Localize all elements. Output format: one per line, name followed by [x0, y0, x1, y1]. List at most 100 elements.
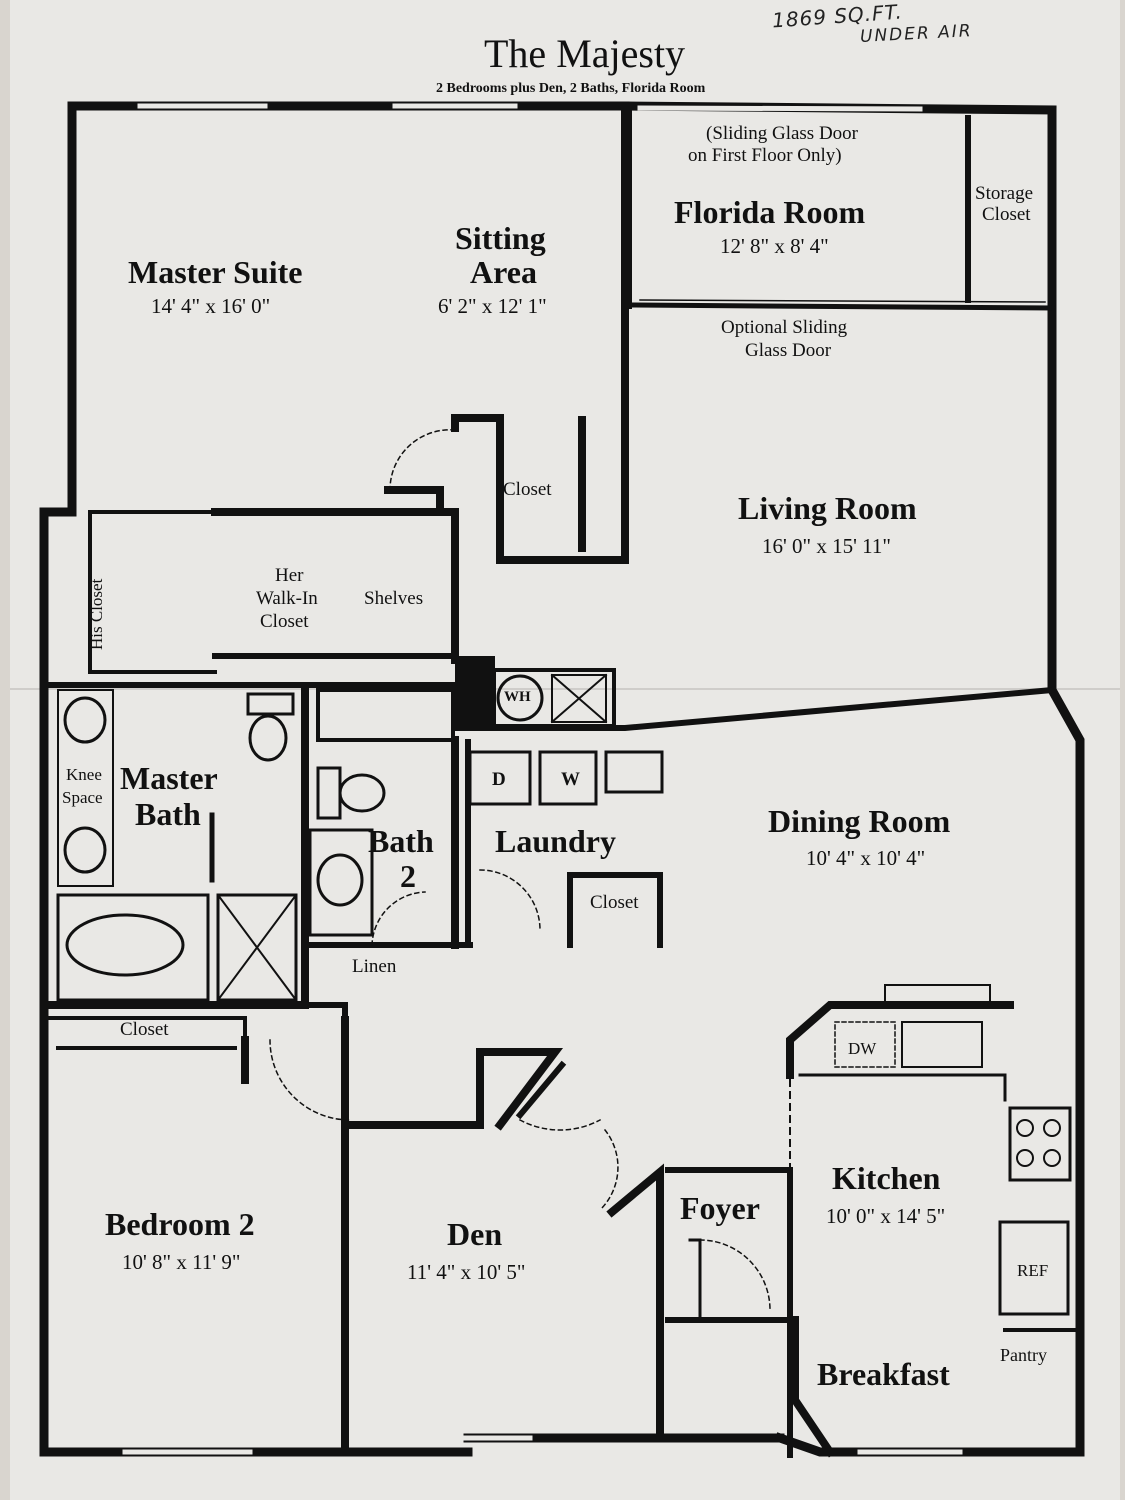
cooktop: [1008, 1106, 1072, 1182]
dining-room-size: 10' 4" x 10' 4": [806, 846, 926, 870]
paper-background: [10, 0, 1120, 1500]
door-swing-laundry: [479, 869, 541, 931]
optional-door-1: Optional Sliding: [721, 317, 848, 338]
florida-room-size: 12' 8" x 8' 4": [720, 234, 829, 258]
washer-box: [538, 750, 598, 806]
his-closet-label: His Closet: [87, 578, 106, 650]
wall-den-top: [341, 1048, 564, 1131]
mechanical-block: [455, 656, 495, 726]
laundry-label: Laundry: [495, 823, 616, 859]
living-room-size: 16' 0" x 15' 11": [762, 534, 891, 558]
window-florida-top: [637, 105, 923, 112]
door-swing-den: [518, 1118, 602, 1131]
den-size: 11' 4" x 10' 5": [407, 1260, 526, 1284]
knee-space-1: Knee: [66, 765, 102, 784]
range-hood: [884, 984, 991, 1006]
bedroom2-label: Bedroom 2: [105, 1206, 255, 1242]
ref-label: REF: [1017, 1261, 1049, 1280]
pantry-label: Pantry: [1000, 1345, 1047, 1365]
wall-kitchen-top: [786, 1001, 1014, 1079]
wall-laundry-top: [452, 686, 1056, 731]
sink-icon-2: [63, 826, 107, 874]
bedroom2-size: 10' 8" x 11' 9": [122, 1250, 241, 1274]
her-closet-2: Walk-In: [256, 588, 318, 609]
master-suite-label: Master Suite: [128, 254, 303, 290]
toilet-bowl-bath2: [338, 773, 386, 813]
wall-bedroom-right: [241, 1016, 349, 1454]
door-swing-bedroom: [269, 1039, 351, 1121]
wall-linen: [302, 1002, 348, 1023]
master-bath-label-1: Master: [120, 760, 218, 796]
door-swing-master: [389, 429, 456, 491]
paper-fold: [10, 688, 1120, 690]
den-label: Den: [447, 1216, 503, 1252]
outer-wall-right: [1047, 105, 1085, 1457]
washer-label: W: [561, 769, 580, 790]
door-swing-bath2: [371, 891, 426, 946]
laundry-closet-label: Closet: [590, 892, 639, 913]
florida-note-2: on First Floor Only): [688, 145, 842, 166]
tub-bath2: [316, 688, 455, 742]
breakfast-label: Breakfast: [817, 1356, 950, 1392]
vanity-bath2: [308, 828, 374, 937]
wall-florida-bottom: [625, 302, 1055, 311]
wall-laundry-right: [465, 739, 663, 948]
wall-breakfast: [791, 1316, 836, 1458]
bedroom-closet-label: Closet: [120, 1019, 169, 1040]
florida-note-1: (Sliding Glass Door: [706, 123, 858, 144]
kitchen-label: Kitchen: [832, 1160, 941, 1196]
master-bath-label-2: Bath: [135, 796, 201, 832]
sitting-area-label-1: Sitting: [455, 220, 546, 256]
dining-room-label: Dining Room: [768, 803, 951, 839]
sink-icon-bath2: [316, 853, 364, 907]
her-closet-3: Closet: [260, 611, 309, 632]
living-room-label: Living Room: [738, 490, 917, 526]
toilet-bowl-master: [248, 714, 288, 762]
shelves-label: Shelves: [364, 588, 424, 609]
foyer-closet: [688, 1238, 702, 1322]
outer-wall-left-jog: [39, 507, 77, 690]
foyer-label: Foyer: [680, 1190, 760, 1226]
sitting-area-label-2: Area: [470, 254, 537, 290]
sink-icon-1: [63, 696, 107, 744]
wall-his-closet: [88, 510, 217, 674]
her-closet-1: Her: [275, 565, 304, 586]
sitting-area-size: 6' 2" x 12' 1": [438, 294, 547, 318]
bath2-label-1: Bath: [368, 823, 434, 859]
shower-master: [216, 893, 298, 1002]
kitchen-sink: [901, 1021, 983, 1068]
knee-space-2: Space: [62, 788, 103, 807]
master-suite-size: 14' 4" x 16' 0": [151, 294, 271, 318]
toilet-tank-bath2: [316, 766, 342, 820]
kitchen-counter: [798, 1073, 1007, 1102]
florida-room-label: Florida Room: [674, 194, 866, 230]
toilet-tank-master: [246, 692, 295, 716]
sliding-door-line: [639, 299, 1046, 303]
tub-master: [56, 893, 210, 1002]
wall-den-right: [606, 1163, 664, 1442]
storage-closet-2: Closet: [982, 204, 1031, 225]
water-heater-label: WH: [504, 689, 531, 705]
vanity-knee: [57, 689, 114, 887]
door-swing-front: [598, 1128, 619, 1212]
kitchen-size: 10' 0" x 14' 5": [826, 1204, 946, 1228]
storage-closet-1: Storage: [975, 183, 1034, 204]
wall-her-closet-top: [211, 508, 459, 664]
laundry-sink: [604, 750, 664, 794]
wall-hall-stub: [384, 486, 444, 516]
wall-foyer: [665, 1167, 793, 1458]
dishwasher-box: [834, 1021, 896, 1068]
ac-unit-x: [550, 673, 608, 724]
center-closet-label: Closet: [503, 479, 552, 500]
linen-label: Linen: [352, 956, 397, 977]
bath2-label-2: 2: [400, 858, 416, 894]
refrigerator: [998, 1220, 1070, 1316]
wall-center-closet: [451, 414, 629, 564]
dishwasher-label: DW: [848, 1039, 877, 1058]
door-swing-foyer: [699, 1239, 771, 1311]
plan-subtitle: 2 Bedrooms plus Den, 2 Baths, Florida Ro…: [436, 81, 706, 96]
plan-title: The Majesty: [484, 31, 686, 76]
den-door-leaf: [515, 1060, 567, 1120]
